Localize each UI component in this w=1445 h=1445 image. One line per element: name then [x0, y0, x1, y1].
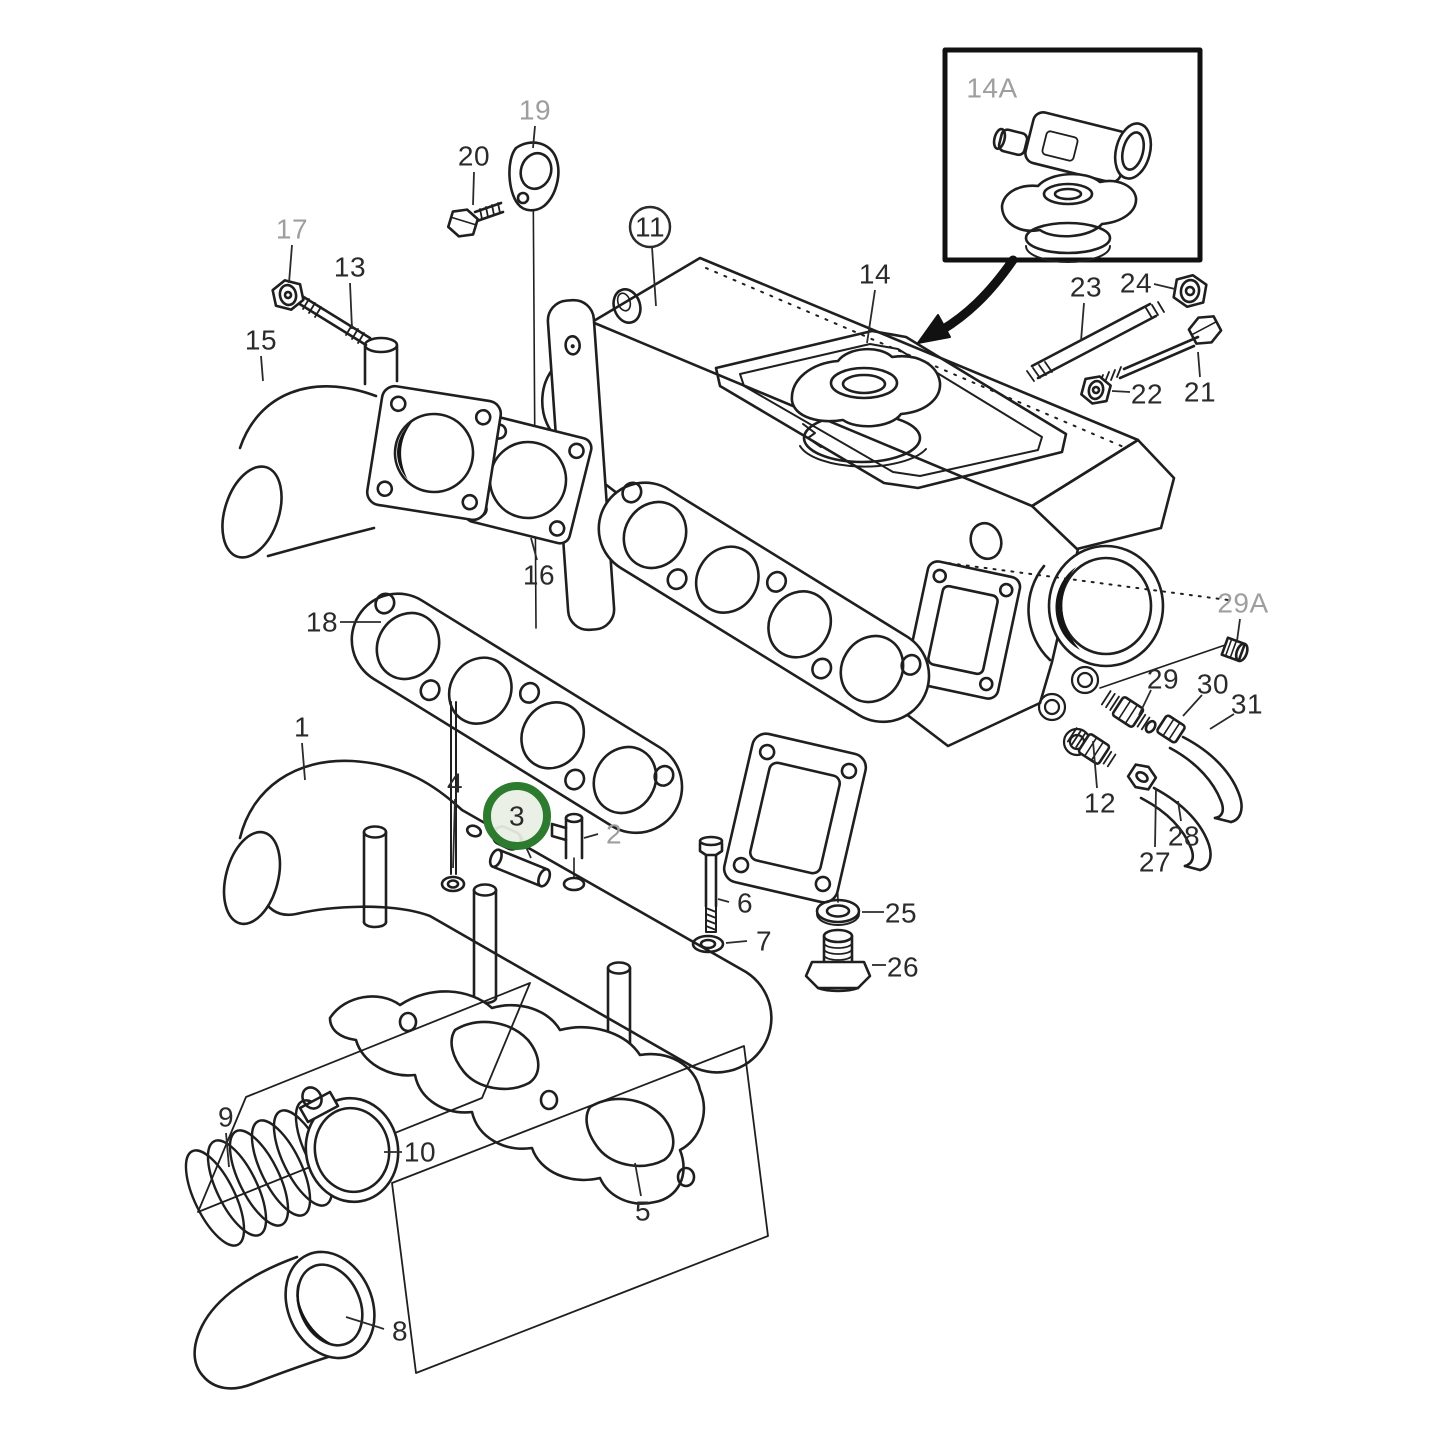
callout-12[interactable]: 12: [1084, 788, 1116, 819]
filler-cap: [790, 347, 942, 428]
leader-7: [725, 940, 748, 944]
callout-31[interactable]: 31: [1231, 689, 1263, 720]
callout-29A[interactable]: 29A: [1217, 588, 1268, 619]
leader-28: [1177, 800, 1182, 822]
callout-28[interactable]: 28: [1168, 821, 1200, 852]
callout-1[interactable]: 1: [294, 712, 310, 743]
callout-14[interactable]: 14: [859, 259, 891, 290]
leader-14: [866, 289, 876, 344]
nut-24: [1172, 273, 1208, 309]
hose-28: [1139, 786, 1212, 872]
callout-30[interactable]: 30: [1197, 669, 1229, 700]
callout-5[interactable]: 5: [635, 1196, 651, 1227]
callout-3[interactable]: 3: [509, 801, 525, 832]
leader-23: [1080, 302, 1085, 342]
leader-15: [260, 355, 264, 382]
leader-20: [472, 171, 475, 206]
leader-27: [1154, 787, 1157, 848]
callout-4[interactable]: 4: [447, 768, 463, 799]
square-flange-gasket: [722, 732, 868, 904]
callout-21[interactable]: 21: [1184, 377, 1216, 408]
leader-4: [452, 798, 456, 869]
leader-6: [717, 898, 730, 903]
stud-23: [1026, 301, 1165, 382]
callout-29[interactable]: 29: [1147, 664, 1179, 695]
washer-7: [691, 934, 725, 954]
gasket-5: [328, 990, 706, 1205]
callout-18[interactable]: 18: [306, 607, 338, 638]
leader-29A: [1236, 618, 1241, 642]
leader-11: [651, 246, 657, 307]
leader-8: [345, 1316, 385, 1330]
leader-1: [301, 742, 306, 781]
washer-25: [815, 898, 861, 926]
leader-9: [225, 1132, 230, 1168]
fitting-2: [550, 812, 586, 892]
plug-26: [804, 928, 872, 993]
manifold-gasket-row: [580, 464, 948, 741]
leader-22: [1111, 390, 1131, 393]
callout-24[interactable]: 24: [1120, 268, 1152, 299]
leader-24: [1153, 283, 1176, 290]
leader-29: [1138, 689, 1152, 716]
fitting-12: [1066, 727, 1117, 768]
tank-outlet: [939, 544, 1229, 668]
leader-19: [532, 125, 536, 149]
callout-13[interactable]: 13: [334, 252, 366, 283]
callout-22[interactable]: 22: [1131, 379, 1163, 410]
gasket-19: [508, 141, 560, 212]
callout-16[interactable]: 16: [523, 560, 555, 591]
callout-26[interactable]: 26: [887, 952, 919, 983]
callout-27[interactable]: 27: [1139, 847, 1171, 878]
leader-2: [583, 833, 599, 839]
leader-31: [1209, 713, 1235, 730]
leader-16: [530, 537, 538, 561]
banjo-27: [1126, 763, 1158, 791]
bolt-6: [698, 835, 724, 933]
callout-23[interactable]: 23: [1070, 272, 1102, 303]
callout-25[interactable]: 25: [885, 898, 917, 929]
bolt-21: [1098, 315, 1223, 386]
inset-arrow: [917, 255, 1018, 344]
callout-7[interactable]: 7: [756, 926, 772, 957]
hose-clamp-10: [298, 1086, 400, 1204]
detail-panels: [197, 982, 769, 1374]
leader-12: [1092, 740, 1098, 789]
leader-17: [288, 244, 293, 284]
elbow-15: [221, 336, 503, 559]
callout-15[interactable]: 15: [245, 325, 277, 356]
callout-17[interactable]: 17: [276, 214, 308, 245]
hose-31: [1168, 735, 1243, 824]
callout-19[interactable]: 19: [519, 95, 551, 126]
stud-4: [440, 701, 466, 893]
leader-5: [634, 1162, 642, 1197]
callout-circle-11: [628, 205, 672, 249]
callout-11[interactable]: 11: [635, 212, 665, 243]
callout-10[interactable]: 10: [404, 1137, 436, 1168]
callout-6[interactable]: 6: [737, 888, 753, 919]
highlight-ring: [483, 782, 551, 850]
fitting-30: [1156, 714, 1186, 744]
callout-2[interactable]: 2: [606, 819, 622, 850]
callout-9[interactable]: 9: [218, 1102, 234, 1133]
plug-29A: [1220, 636, 1249, 663]
callout-8[interactable]: 8: [392, 1316, 408, 1347]
leader-13: [349, 282, 353, 330]
nut-22: [1080, 375, 1112, 405]
fitting-29: [1100, 690, 1157, 734]
callout-14A[interactable]: 14A: [966, 73, 1017, 104]
stud-13: [296, 294, 372, 347]
bolt-20: [446, 201, 505, 238]
callout-20[interactable]: 20: [458, 141, 490, 172]
hose-8: [193, 1250, 376, 1390]
inset-box: [917, 47, 1203, 344]
nut-17: [271, 279, 305, 311]
inset-cap-drawing: [992, 111, 1153, 263]
leader-30: [1182, 694, 1203, 717]
leader-21: [1197, 351, 1201, 378]
